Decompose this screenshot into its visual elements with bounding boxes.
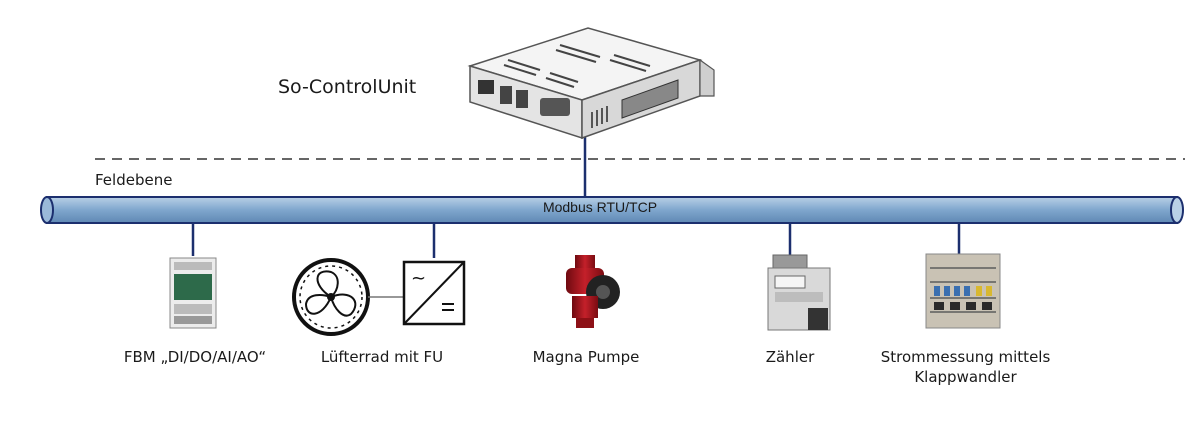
- device-label-line2: Klappwandler: [914, 368, 1017, 386]
- controller-title: So-ControlUnit: [278, 76, 417, 98]
- device-label-fan: Lüfterrad mit FU: [320, 348, 444, 366]
- control-unit-icon: [467, 27, 715, 140]
- device-label-pump: Magna Pumpe: [532, 348, 640, 366]
- pump-icon: [566, 255, 620, 328]
- bus-label: Modbus RTU/TCP: [542, 199, 658, 215]
- frequency-inverter-icon: ~: [402, 260, 466, 326]
- modbus-bus-pipe: [40, 196, 1184, 224]
- device-connectors: [191, 222, 961, 258]
- device-label-meter: Zähler: [765, 348, 815, 366]
- device-label-current-measurement: Strommessung mittels Klappwandler: [858, 347, 1073, 387]
- device-label-line1: Strommessung mittels: [880, 348, 1051, 366]
- device-label-fbm: FBM „DI/DO/AI/AO“: [123, 348, 267, 366]
- fan-icon: [292, 258, 370, 336]
- svg-text:~: ~: [411, 268, 426, 289]
- meter-icon: [767, 254, 831, 331]
- cabinet-photo-icon: [925, 253, 1001, 329]
- fbm-module-icon: [169, 257, 217, 329]
- field-level-label: Feldebene: [95, 171, 173, 189]
